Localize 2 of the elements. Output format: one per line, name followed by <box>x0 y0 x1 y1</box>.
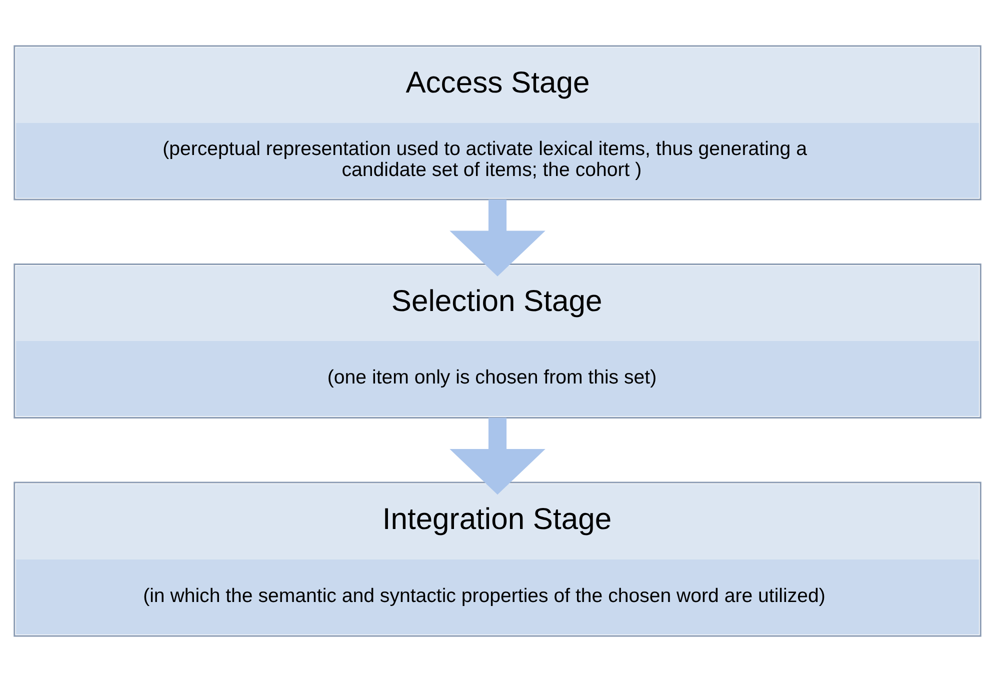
arrow <box>450 200 546 276</box>
arrow <box>450 418 546 495</box>
